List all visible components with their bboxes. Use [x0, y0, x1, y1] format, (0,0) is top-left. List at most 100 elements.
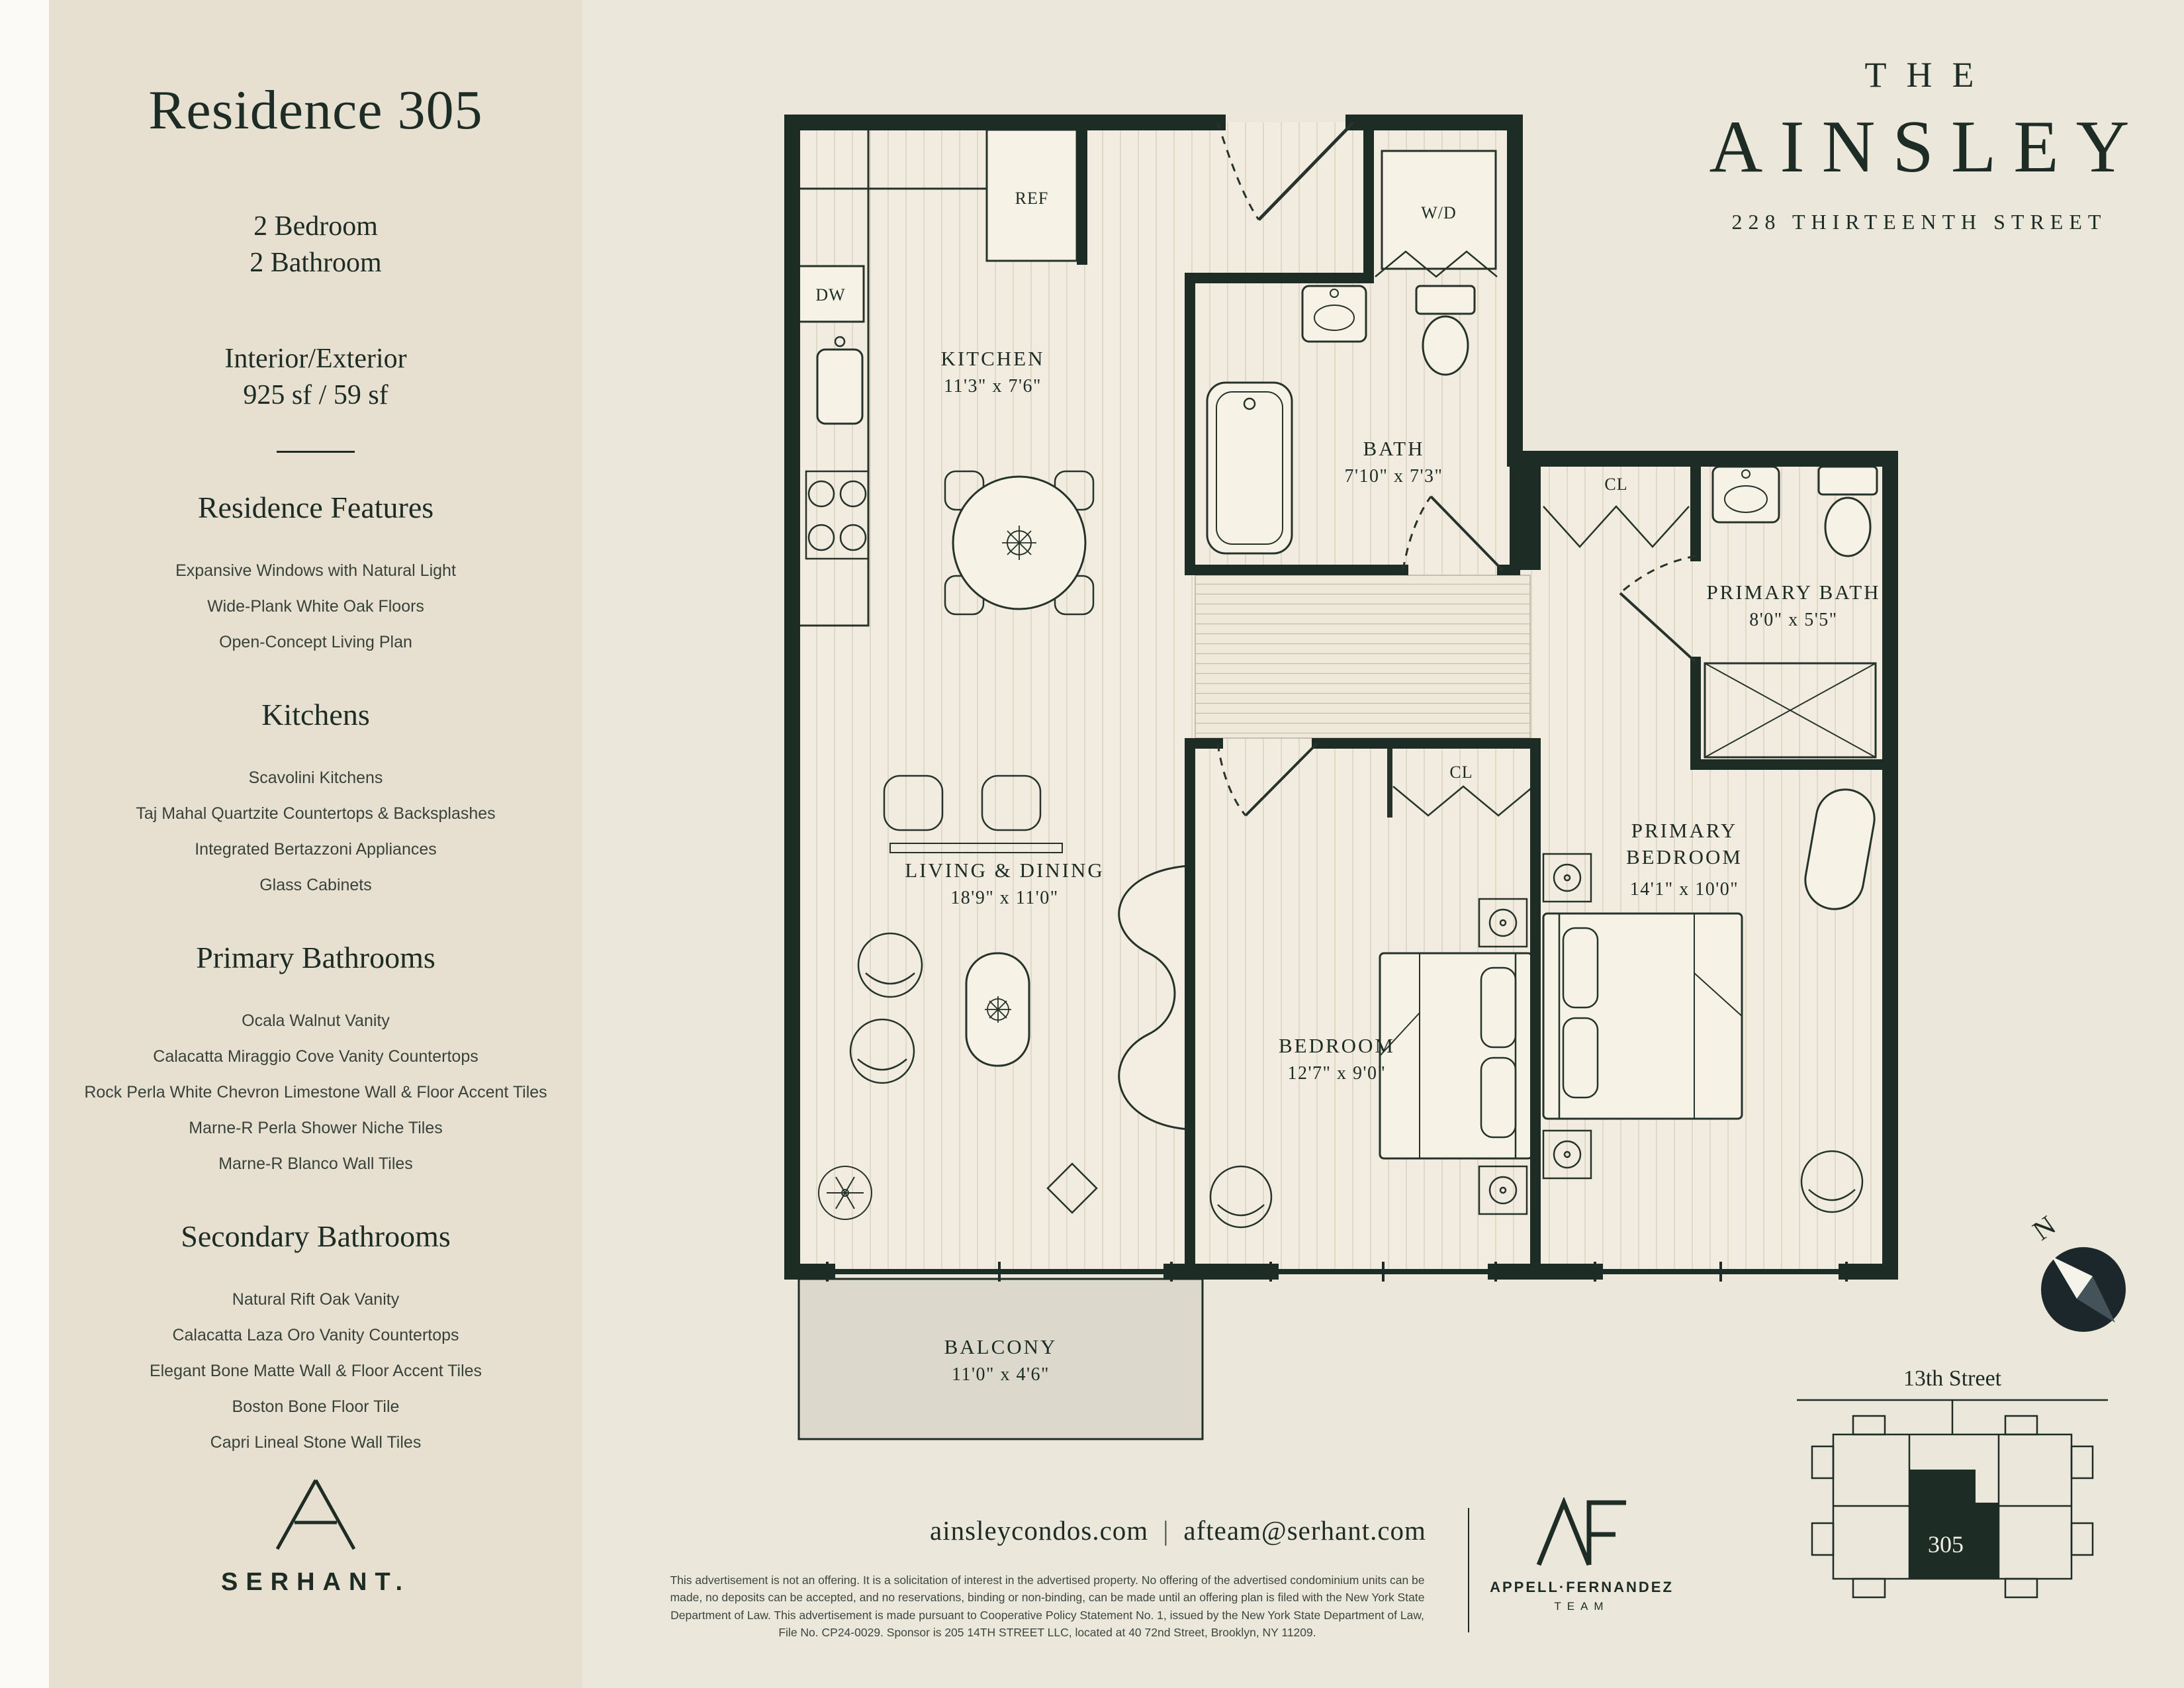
- building-the: THE: [1864, 55, 1994, 95]
- team-sub: TEAM: [1554, 1600, 1610, 1613]
- table-plant: [985, 996, 1011, 1023]
- primary-bedroom-label-1: PRIMARY: [1631, 819, 1738, 842]
- nightstand: [1478, 898, 1528, 948]
- residence-info-sidebar: Residence 305 2 Bedroom 2 Bathroom Inter…: [49, 0, 582, 1688]
- living-dining-dims: 18'9" x 11'0": [950, 888, 1058, 908]
- feature-item: Scavolini Kitchens: [248, 769, 383, 787]
- section-kitchens: Kitchens Scavolini Kitchens Taj Mahal Qu…: [58, 697, 573, 903]
- armchair: [849, 1018, 915, 1084]
- feature-item: Calacatta Miraggio Cove Vanity Counterto…: [153, 1047, 478, 1066]
- washer-dryer-label: W/D: [1421, 203, 1457, 222]
- feature-item: Ocala Walnut Vanity: [242, 1011, 390, 1030]
- area-summary: Interior/Exterior 925 sf / 59 sf: [58, 341, 573, 414]
- windows: [825, 1262, 1849, 1282]
- feature-item: Elegant Bone Matte Wall & Floor Accent T…: [149, 1362, 482, 1380]
- primary-bedroom-furniture: [1542, 788, 1876, 1213]
- bedroom-chair: [1209, 1165, 1273, 1229]
- primary-bedroom-dims: 14'1" x 10'0": [1630, 879, 1739, 900]
- feature-item: Calacatta Laza Oro Vanity Countertops: [172, 1326, 459, 1344]
- bedroom-furniture: [1209, 898, 1533, 1229]
- feature-item: Integrated Bertazzoni Appliances: [195, 840, 437, 859]
- sofa: [1118, 865, 1189, 1131]
- contact-separator: |: [1163, 1515, 1169, 1546]
- legal-disclaimer: This advertisement is not an offering. I…: [670, 1573, 1425, 1639]
- serhant-a-logo-icon: [275, 1479, 356, 1550]
- feature-item: Wide-Plank White Oak Floors: [207, 597, 424, 616]
- living-dining-label: LIVING & DINING: [905, 859, 1105, 882]
- toilet: [1415, 285, 1476, 376]
- area-label: Interior/Exterior: [224, 344, 407, 374]
- bedroom-dims: 12'7" x 9'0": [1288, 1063, 1387, 1084]
- feature-item: Taj Mahal Quartzite Countertops & Backsp…: [136, 804, 496, 823]
- primary-bed: [1542, 912, 1743, 1120]
- bath-label: BATH: [1363, 437, 1425, 460]
- feature-item: Capri Lineal Stone Wall Tiles: [210, 1433, 422, 1452]
- building-address: 228 THIRTEENTH STREET: [1731, 210, 2107, 234]
- shower: [1704, 662, 1877, 759]
- bed-bath-summary: 2 Bedroom 2 Bathroom: [58, 209, 573, 281]
- feature-item: Rock Perla White Chevron Limestone Wall …: [84, 1083, 547, 1102]
- compass-needle-icon: [2052, 1256, 2093, 1299]
- unit-number: 305: [1928, 1531, 1964, 1558]
- street-label: 13th Street: [1903, 1366, 2002, 1391]
- balcony-area: [797, 1278, 1204, 1440]
- building-name: AINSLEY: [1709, 106, 2147, 188]
- compass-north-label: N: [2028, 1210, 2062, 1246]
- footer-divider: [1468, 1508, 1469, 1632]
- bedroom-closet-label: CL: [1449, 763, 1473, 782]
- residence-title: Residence 305: [148, 79, 483, 141]
- primary-chair: [1800, 1150, 1864, 1213]
- bath-dims: 7'10" x 7'3": [1345, 466, 1443, 487]
- north-compass: N: [2028, 1210, 2126, 1332]
- floor-plant: [818, 1166, 872, 1220]
- nightstand: [1542, 853, 1592, 903]
- website-link: ainsleycondos.com: [930, 1515, 1149, 1546]
- section-residence-features: Residence Features Expansive Windows wit…: [58, 490, 573, 660]
- feature-item: Glass Cabinets: [259, 876, 372, 894]
- closet-doors: [1387, 505, 1690, 818]
- primary-toilet: [1817, 465, 1878, 557]
- bedroom-count: 2 Bedroom: [253, 211, 378, 242]
- primary-sink: [1711, 465, 1780, 524]
- feature-item: Boston Bone Floor Tile: [232, 1397, 400, 1416]
- team-name: APPELL·FERNANDEZ: [1490, 1579, 1674, 1595]
- primary-bath-label: PRIMARY BATH: [1706, 581, 1880, 604]
- kitchen-dims: 11'3" x 7'6": [944, 376, 1042, 397]
- armchair: [857, 932, 923, 998]
- floor-plan: KITCHEN 11'3" x 7'6" BATH 7'10" x 7'3" W…: [784, 115, 1898, 1440]
- dining-table: [944, 470, 1095, 616]
- washer-dryer: [1375, 150, 1498, 278]
- bed: [1379, 952, 1533, 1160]
- accent-rug: [1046, 1162, 1098, 1214]
- kitchen-sink: [816, 348, 864, 425]
- refrigerator-label: REF: [1015, 189, 1049, 208]
- section-heading: Residence Features: [197, 491, 434, 524]
- nightstand: [1478, 1165, 1528, 1215]
- feature-item: Natural Rift Oak Vanity: [232, 1290, 400, 1309]
- nightstand: [1542, 1129, 1592, 1180]
- area-value: 925 sf / 59 sf: [243, 380, 388, 410]
- left-margin-strip: [0, 0, 49, 1688]
- entry-hall-floor: [1195, 575, 1531, 739]
- kitchen-faucet: [834, 336, 846, 348]
- feature-item: Expansive Windows with Natural Light: [175, 561, 456, 580]
- section-secondary-bathrooms: Secondary Bathrooms Natural Rift Oak Van…: [58, 1219, 573, 1460]
- feature-item: Marne-R Perla Shower Niche Tiles: [189, 1119, 443, 1137]
- serhant-brand: SERHANT.: [49, 1475, 582, 1597]
- kitchen-label: KITCHEN: [940, 347, 1044, 370]
- primary-closet-label: CL: [1604, 475, 1627, 494]
- unit-305-highlight: [1909, 1470, 1999, 1579]
- section-heading: Kitchens: [261, 698, 370, 731]
- team-logo-block: APPELL·FERNANDEZ TEAM: [1489, 1496, 1674, 1613]
- feature-item: Open-Concept Living Plan: [219, 633, 412, 651]
- kitchen-fixtures: [796, 122, 1095, 627]
- bath-fixtures: [1206, 285, 1476, 555]
- bathroom-count: 2 Bathroom: [250, 248, 382, 278]
- dishwasher-label: DW: [815, 285, 845, 305]
- section-primary-bathrooms: Primary Bathrooms Ocala Walnut Vanity Ca…: [58, 940, 573, 1182]
- contact-line: ainsleycondos.com|afteam@serhant.com: [847, 1515, 1509, 1546]
- primary-bedroom-label-2: BEDROOM: [1626, 845, 1743, 868]
- walls: [784, 115, 1898, 1282]
- building-header: THE AINSLEY 228 THIRTEENTH STREET: [1668, 54, 2171, 234]
- af-team-logo-icon: [1536, 1496, 1626, 1566]
